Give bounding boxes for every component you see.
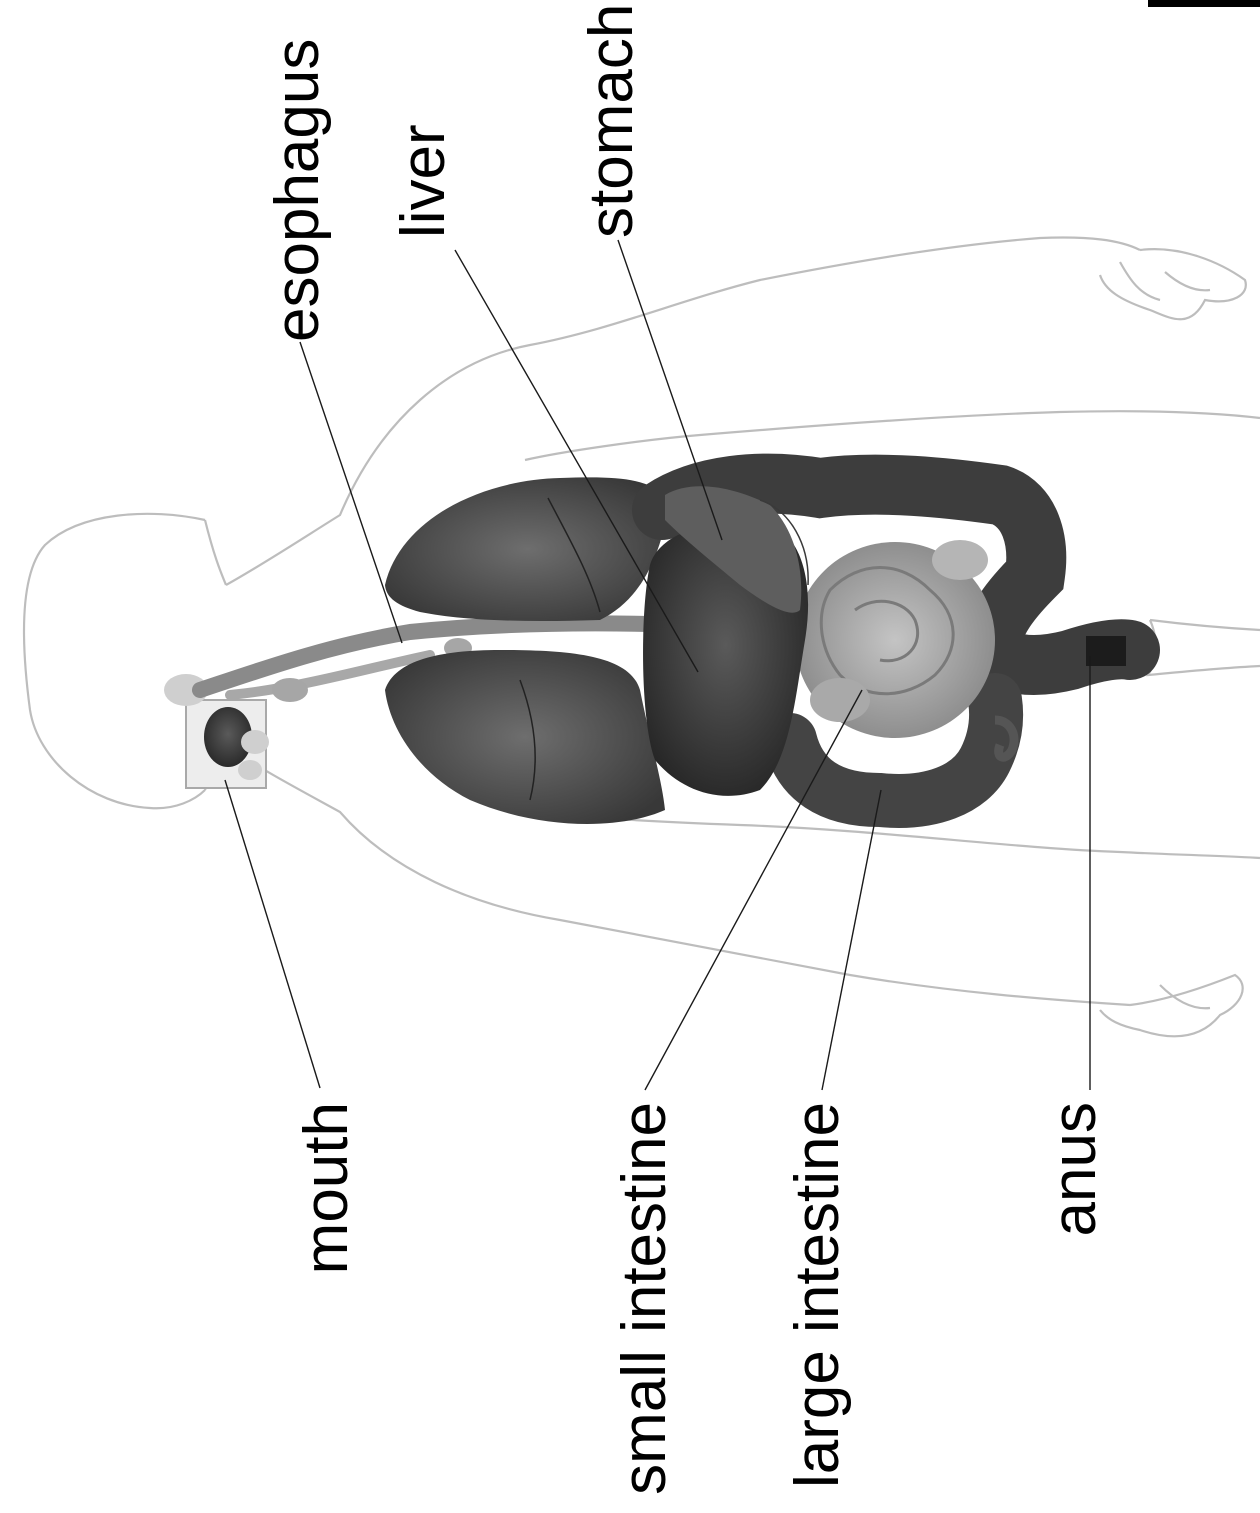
label-stomach: stomach (577, 4, 646, 238)
small-intestine-organ (795, 540, 995, 738)
label-anus: anus (1040, 1102, 1109, 1236)
label-large-intestine: large intestine (783, 1102, 852, 1488)
label-liver: liver (389, 124, 458, 238)
leader-line-mouth (225, 780, 320, 1088)
leader-line-esophagus (300, 342, 402, 643)
leader-line-large-intestine (822, 790, 881, 1090)
label-small-intestine: small intestine (610, 1102, 679, 1495)
label-esophagus: esophagus (263, 39, 332, 342)
label-mouth: mouth (292, 1102, 361, 1274)
